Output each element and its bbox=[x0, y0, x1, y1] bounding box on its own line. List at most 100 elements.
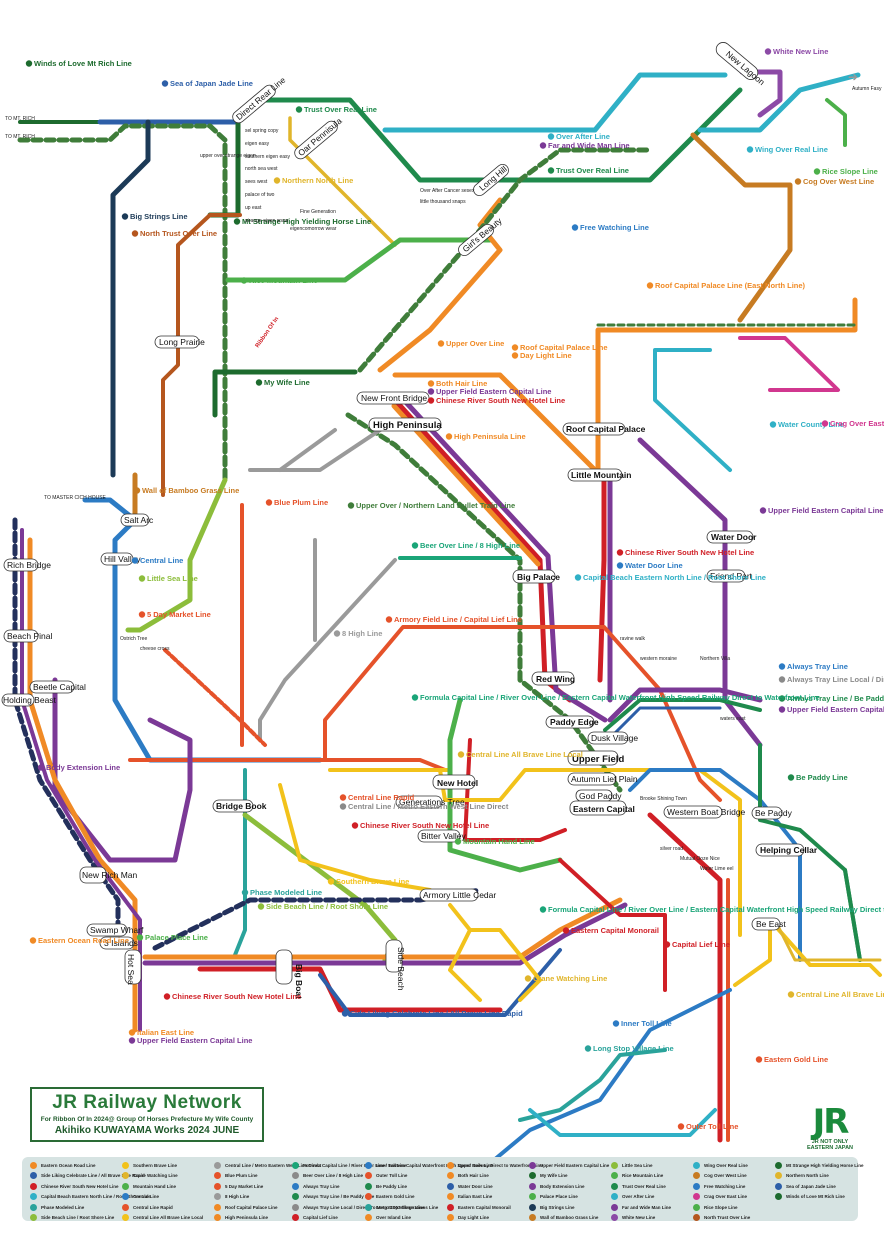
legend-label: Crane Watching Line bbox=[133, 1173, 178, 1179]
line-color-badge-icon bbox=[365, 1193, 372, 1201]
line-color-badge-icon bbox=[214, 1214, 221, 1222]
line-label-text: Mt Strange High Yielding Horse Line bbox=[242, 217, 371, 226]
annotation-ribbon: Ribbon Of In bbox=[255, 316, 281, 349]
line-number-badge-icon bbox=[161, 80, 169, 87]
line-rice-mountain bbox=[225, 237, 493, 283]
legend-label: Capital Lief Line bbox=[303, 1215, 338, 1221]
line-color-badge-icon bbox=[529, 1203, 536, 1211]
legend-label: Italian East Line bbox=[458, 1194, 493, 1200]
map-subtitle: For Ribbon Of In 2024@ Group Of Horses P… bbox=[40, 1116, 254, 1123]
line-north-trust-over bbox=[161, 213, 242, 497]
legend-item: Central Line bbox=[122, 1192, 203, 1202]
line-number-badge-icon bbox=[547, 133, 555, 140]
line-label: Both Hair Line bbox=[427, 379, 487, 388]
station-side-beach: Side Beach bbox=[396, 947, 406, 991]
line-color-badge-icon bbox=[292, 1214, 299, 1222]
line-label-text: Little Sea Line bbox=[147, 574, 198, 583]
line-color-badge-icon bbox=[529, 1214, 536, 1222]
line-label: Capital Beach Eastern North Line / Root … bbox=[574, 573, 766, 582]
line-high-peninsula bbox=[391, 403, 541, 567]
legend-label: North Trust Over Line bbox=[704, 1215, 751, 1221]
line-label: 5 Day Market Line bbox=[138, 610, 211, 619]
legend-item: My Wife Line bbox=[529, 1171, 609, 1181]
line-label-text: Be Paddy Line bbox=[796, 773, 848, 782]
line-color-badge-icon bbox=[693, 1172, 700, 1180]
line-label-text: Southern Brave Line bbox=[336, 877, 409, 886]
line-number-badge-icon bbox=[539, 142, 547, 149]
line-label: Palace Place Line bbox=[136, 933, 208, 942]
line-color-badge-icon bbox=[611, 1203, 618, 1211]
line-label: Always Tray Line / Be Paddy Line bbox=[778, 694, 884, 703]
line-color-badge-icon bbox=[292, 1193, 299, 1201]
legend-item: Long Stop Village Line bbox=[365, 1202, 424, 1212]
legend-item: Eastern Ocean Road Line bbox=[30, 1160, 151, 1170]
line-color-badge-icon bbox=[775, 1182, 782, 1190]
line-number-badge-icon bbox=[547, 167, 555, 174]
line-label-text: Wing Over Real Line bbox=[755, 145, 828, 154]
line-label-text: Northern North Line bbox=[282, 176, 353, 185]
line-label-text: Upper Over / Northern Land Bullet Train … bbox=[356, 501, 515, 510]
line-label: Upper Field Eastern Capital Line bbox=[778, 705, 884, 714]
legend-column: Central Line / Metro Eastern West Line D… bbox=[214, 1160, 321, 1224]
line-label: Wing Over Real Line bbox=[746, 145, 828, 154]
line-label-text: Crane Watching Line bbox=[533, 974, 607, 983]
line-number-badge-icon bbox=[347, 502, 355, 509]
station-paddy-edge: Paddy Edge bbox=[550, 717, 599, 727]
line-color-badge-icon bbox=[30, 1214, 37, 1222]
legend-item: Over Island Line bbox=[365, 1213, 424, 1223]
line-label-text: Outer Toll Line bbox=[686, 1122, 738, 1131]
legend-item: Side Liking Celebrate Line / All Brave L… bbox=[30, 1171, 151, 1181]
line-number-badge-icon bbox=[571, 224, 579, 231]
minor-station-label: Brooke Shining Town bbox=[640, 796, 687, 802]
line-color-badge-icon bbox=[365, 1182, 372, 1190]
line-label: Phase Modeled Line bbox=[241, 888, 322, 897]
jr-logo: JR JR NOT ONLY EASTERN JAPAN bbox=[800, 1105, 860, 1155]
line-color-badge-icon bbox=[529, 1172, 536, 1180]
line-color-badge-icon bbox=[122, 1203, 129, 1211]
line-mountain-hand bbox=[447, 697, 563, 873]
line-number-badge-icon bbox=[778, 695, 786, 702]
line-color-badge-icon bbox=[214, 1182, 221, 1190]
map-title: JR Railway Network bbox=[52, 1092, 242, 1113]
line-color-badge-icon bbox=[292, 1182, 299, 1190]
line-crane-watching bbox=[448, 903, 542, 1002]
station-big-palace: Big Palace bbox=[517, 572, 560, 582]
station-water-door: Water Door bbox=[711, 532, 757, 542]
line-long-stop bbox=[518, 1048, 667, 1122]
line-northern-north bbox=[288, 116, 397, 247]
legend-label: Long Stop Village Line bbox=[376, 1204, 425, 1210]
legend-item: Always Tray Line bbox=[292, 1181, 543, 1191]
line-label: Upper Field Eastern Capital Line bbox=[759, 506, 883, 515]
line-number-badge-icon bbox=[574, 574, 582, 581]
line-label-text: White New Line bbox=[773, 47, 828, 56]
legend-label: Inner Toll Line bbox=[376, 1162, 407, 1168]
line-color-badge-icon bbox=[214, 1172, 221, 1180]
line-label: Chinese River South New Hotel Line bbox=[616, 548, 754, 557]
jr-logo-mark: JR bbox=[812, 1102, 850, 1142]
line-number-badge-icon bbox=[265, 499, 273, 506]
line-label-text: Formula Capital Line / River Over Line /… bbox=[548, 905, 884, 914]
line-label: Wall of Bamboo Grass Line bbox=[133, 486, 239, 495]
legend-item: Free Watching Line bbox=[693, 1181, 750, 1191]
legend-label: Upper Over Line bbox=[458, 1162, 494, 1168]
line-label-text: Central Line / Metro Eastern West Line D… bbox=[348, 802, 509, 811]
legend-label: Blue Plum Line bbox=[225, 1173, 258, 1179]
line-color-badge-icon bbox=[30, 1182, 37, 1190]
line-number-badge-icon bbox=[411, 542, 419, 549]
legend-item: Trust Over Real Line bbox=[611, 1181, 671, 1191]
line-number-badge-icon bbox=[778, 676, 786, 683]
line-color-badge-icon bbox=[693, 1182, 700, 1190]
line-label-text: Eastern Capital Monorail bbox=[571, 926, 659, 935]
line-navy-dash bbox=[12, 517, 121, 933]
legend-item: Wall of Bamboo Grass Line bbox=[529, 1213, 609, 1223]
legend-item: Roof Capital Palace Line bbox=[214, 1202, 321, 1212]
legend-label: Rice Mountain Line bbox=[622, 1173, 664, 1179]
legend-label: Always Tray Line / Be Paddy Line bbox=[303, 1194, 375, 1200]
line-label-text: Cog Over West Line bbox=[803, 177, 874, 186]
line-bullet-train bbox=[345, 412, 623, 793]
line-number-badge-icon bbox=[769, 421, 777, 428]
line-label: Chinese River South New Hotel Line bbox=[163, 992, 301, 1001]
line-number-badge-icon bbox=[131, 557, 139, 564]
legend-label: Palace Place Line bbox=[540, 1194, 578, 1200]
